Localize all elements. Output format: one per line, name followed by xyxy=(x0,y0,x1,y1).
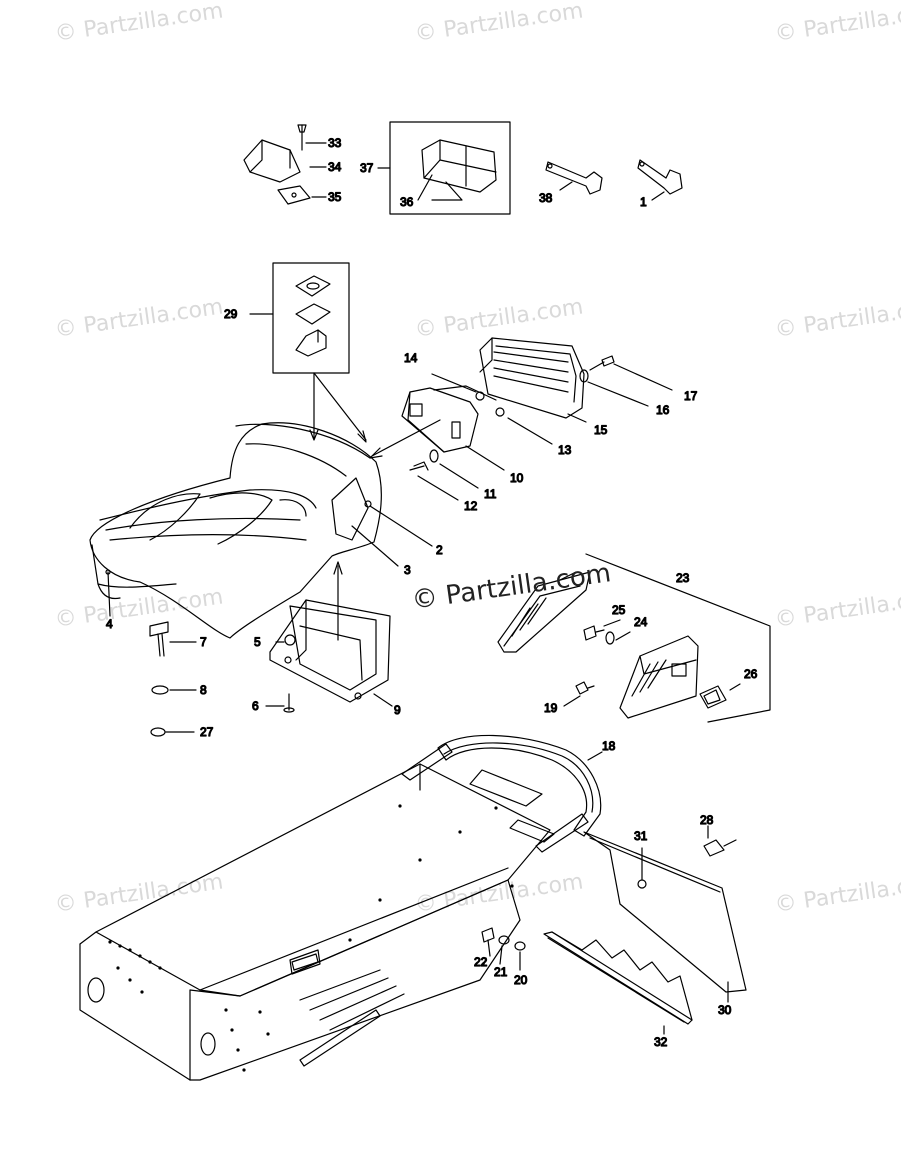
snow-flap xyxy=(583,825,747,1003)
seat xyxy=(89,422,433,639)
callout-34: 34 xyxy=(328,160,342,174)
callout-1: 1 xyxy=(640,195,647,209)
callout-12: 12 xyxy=(464,499,478,513)
callout-20: 20 xyxy=(514,973,528,987)
callout-38: 38 xyxy=(539,191,553,205)
fasteners-left xyxy=(149,621,295,737)
seat-storage-box xyxy=(269,561,393,707)
callout-7: 7 xyxy=(200,635,207,649)
callout-19: 19 xyxy=(544,701,558,715)
callout-4: 4 xyxy=(106,617,113,631)
taillight-assembly xyxy=(369,337,673,501)
callout-10: 10 xyxy=(510,471,524,485)
callout-24: 24 xyxy=(634,615,648,629)
callout-6: 6 xyxy=(252,699,259,713)
callout-11: 11 xyxy=(484,487,497,501)
callout-22: 22 xyxy=(474,955,488,969)
tunnel-frame xyxy=(79,763,555,1081)
tunnel-holes xyxy=(108,804,514,1072)
callout-17: 17 xyxy=(684,389,698,403)
callout-13: 13 xyxy=(558,443,572,457)
callout-35: 35 xyxy=(328,190,342,204)
callout-28: 28 xyxy=(700,813,714,827)
callout-23: 23 xyxy=(676,571,690,585)
callout-14: 14 xyxy=(404,351,418,365)
side-covers xyxy=(497,553,771,723)
callout-33: 33 xyxy=(328,136,342,150)
rear-bumper xyxy=(401,734,603,853)
callout-16: 16 xyxy=(656,403,670,417)
callout-9: 9 xyxy=(394,703,401,717)
callout-29: 29 xyxy=(224,307,238,321)
bottom-fasteners xyxy=(481,927,526,971)
callout-37: 37 xyxy=(360,161,374,175)
callout-21: 21 xyxy=(494,965,508,979)
callout-5: 5 xyxy=(254,635,261,649)
spanner-wrenches xyxy=(545,159,683,201)
callout-31: 31 xyxy=(634,829,648,843)
part-box-29 xyxy=(249,262,367,443)
callout-3: 3 xyxy=(404,563,411,577)
callout-30: 30 xyxy=(718,1003,732,1017)
part-box-37 xyxy=(377,121,511,215)
callout-25: 25 xyxy=(612,603,626,617)
reflector-flap xyxy=(543,931,693,1035)
callout-15: 15 xyxy=(594,423,608,437)
callout-18: 18 xyxy=(602,739,616,753)
callout-2: 2 xyxy=(436,543,443,557)
callout-26: 26 xyxy=(744,667,758,681)
callout-32: 32 xyxy=(654,1035,668,1049)
bracket-assembly xyxy=(243,124,327,205)
callout-36: 36 xyxy=(400,195,414,209)
callout-8: 8 xyxy=(200,683,207,697)
callout-27: 27 xyxy=(200,725,214,739)
